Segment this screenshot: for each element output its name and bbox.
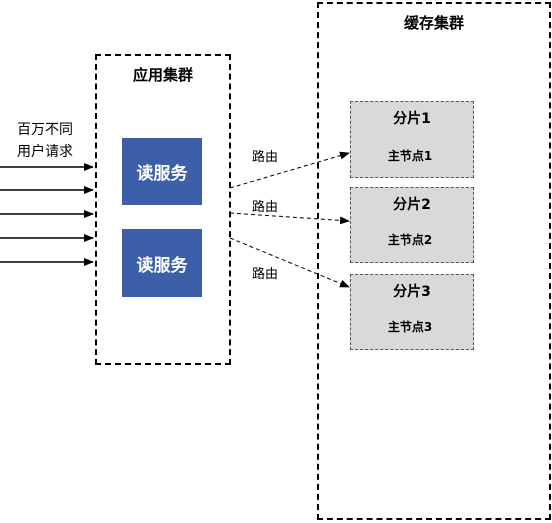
shard-1-title: 分片1 (393, 111, 431, 127)
app-cluster-title: 应用集群 (132, 66, 193, 84)
read-service-2-label: 读服务 (136, 255, 188, 276)
read-service-2: 读服务 (122, 229, 202, 297)
route-label-2: 路由 (252, 200, 279, 215)
route-arrow-2 (229, 212, 350, 225)
master-node-3-label: 主节点3 (387, 320, 433, 334)
route-label-1: 路由 (252, 150, 279, 165)
users-label-line1: 百万不同 (17, 122, 73, 138)
app-cluster (95, 54, 231, 365)
cache-cluster-title: 缓存集群 (403, 14, 464, 32)
read-service-1: 读服务 (122, 138, 202, 205)
users-label-line2: 用户请求 (17, 144, 73, 160)
read-service-1-label: 读服务 (136, 164, 188, 184)
master-node-2-label: 主节点2 (387, 233, 433, 247)
shard-2 (350, 187, 474, 263)
cache-cluster (317, 2, 551, 520)
shard-3-title: 分片3 (393, 284, 431, 300)
route-arrow-3 (229, 237, 350, 288)
route-label-3: 路由 (252, 267, 279, 282)
shard-2-title: 分片2 (393, 197, 431, 213)
shard-3 (350, 274, 474, 350)
shard-1 (350, 101, 474, 178)
master-node-1-label: 主节点1 (387, 149, 433, 163)
